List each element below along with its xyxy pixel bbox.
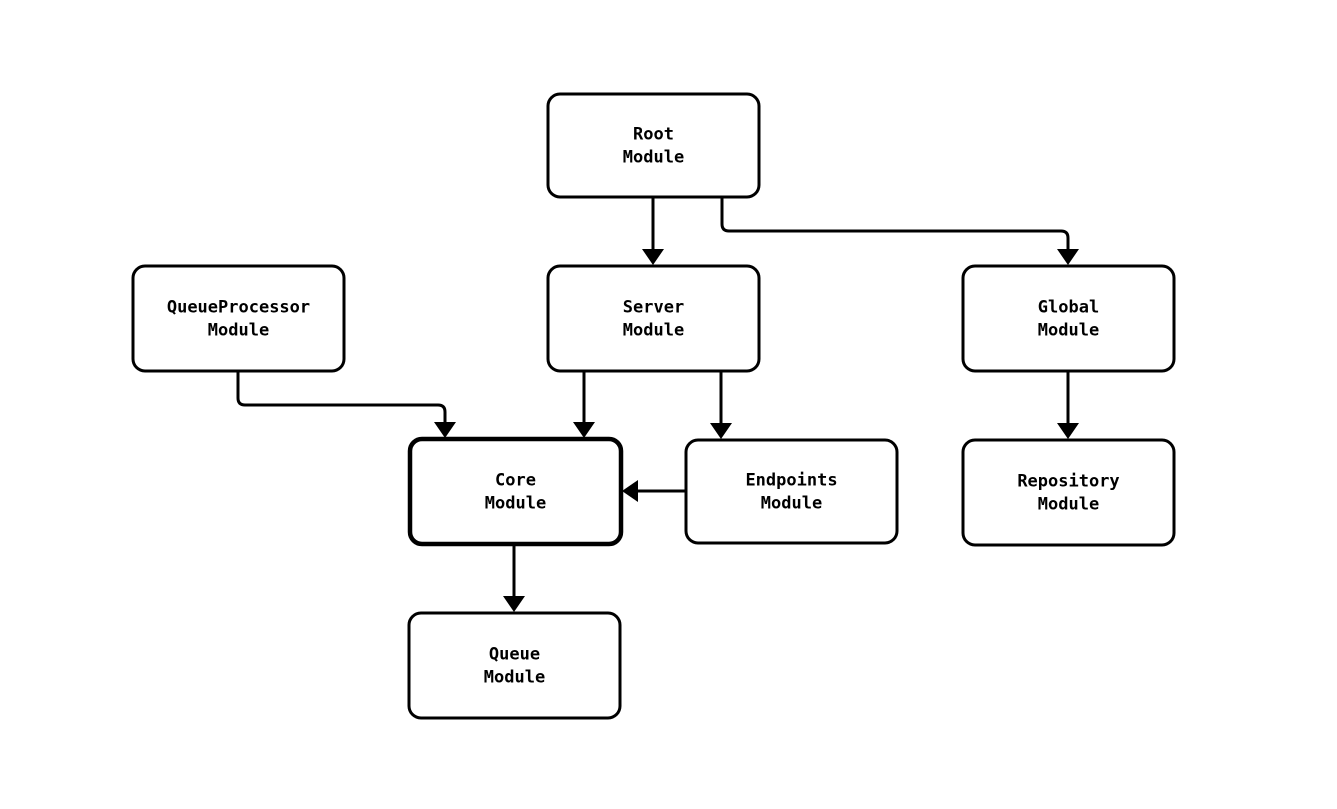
root-module-node-label-line1: Root — [633, 125, 674, 145]
edge-server-to-endpoints-arrowhead — [710, 423, 732, 439]
endpoints-module-node-box[interactable] — [684, 438, 899, 545]
repository-module-node-label-line1: Repository — [1017, 472, 1119, 492]
node-layer: RootModuleQueueProcessorModuleServerModu… — [131, 92, 1176, 720]
repository-module-node-box[interactable] — [961, 438, 1176, 547]
core-module-node-box[interactable] — [407, 436, 624, 547]
global-module-node-label-line2: Module — [1038, 321, 1099, 341]
edge-root-to-server — [642, 197, 664, 265]
root-module-node-box[interactable] — [546, 92, 761, 199]
edge-root-to-global — [720, 197, 1079, 265]
edge-endpoints-to-core — [622, 480, 686, 502]
edge-core-to-queue — [503, 544, 525, 612]
global-module-node-box[interactable] — [961, 264, 1176, 373]
core-module-node-label-line2: Module — [485, 494, 546, 514]
edge-queueprocessor-to-core-line — [236, 371, 447, 423]
server-module-node-label-line2: Module — [623, 321, 684, 341]
edge-global-to-repository — [1057, 371, 1079, 439]
edge-core-to-queue-arrowhead — [503, 596, 525, 612]
queueprocessor-module-node-box[interactable] — [131, 264, 346, 373]
endpoints-module-node-label-line1: Endpoints — [745, 471, 837, 491]
edge-endpoints-to-core-arrowhead — [622, 480, 638, 502]
edge-server-to-core-arrowhead — [573, 422, 595, 438]
edge-server-to-endpoints — [710, 371, 732, 439]
repository-module-node-label-line2: Module — [1038, 495, 1099, 515]
edge-global-to-repository-arrowhead — [1057, 423, 1079, 439]
queue-module-node-label-line1: Queue — [489, 645, 540, 665]
core-module-node-label-line1: Core — [495, 471, 536, 491]
edge-root-to-global-line — [720, 197, 1070, 250]
queueprocessor-module-node-label-line2: Module — [208, 321, 269, 341]
edge-root-to-server-arrowhead — [642, 249, 664, 265]
edge-layer — [236, 197, 1079, 612]
edge-root-to-global-arrowhead — [1057, 249, 1079, 265]
edge-queueprocessor-to-core-arrowhead — [434, 422, 456, 438]
queueprocessor-module-node-label-line1: QueueProcessor — [167, 298, 310, 318]
server-module-node-label-line1: Server — [623, 298, 684, 318]
root-module-node-label-line2: Module — [623, 148, 684, 168]
queue-module-node-label-line2: Module — [484, 668, 545, 688]
edge-server-to-core — [573, 371, 595, 438]
edge-queueprocessor-to-core — [236, 371, 456, 438]
global-module-node-label-line1: Global — [1038, 298, 1099, 318]
server-module-node-box[interactable] — [546, 264, 761, 373]
endpoints-module-node-label-line2: Module — [761, 494, 822, 514]
queue-module-node-box[interactable] — [407, 611, 622, 720]
